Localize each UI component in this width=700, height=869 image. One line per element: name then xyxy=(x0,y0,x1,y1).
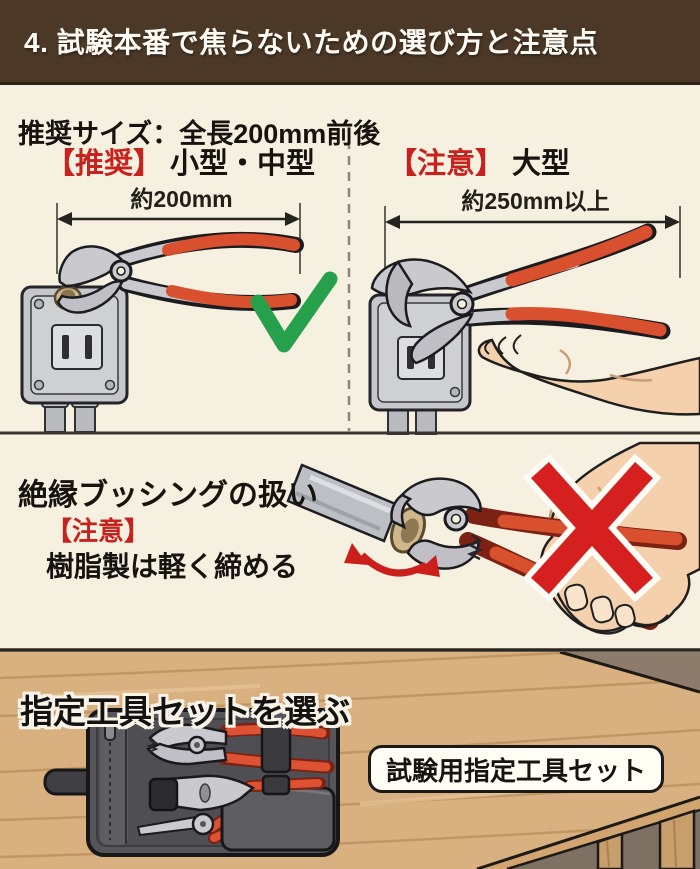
curved-double-arrow-icon xyxy=(344,543,440,577)
table-leg xyxy=(596,832,624,869)
measurement-label-250: 約250mm以上 xyxy=(461,188,610,214)
handle-strap xyxy=(260,720,292,774)
cross-icon xyxy=(522,453,662,603)
pliers-head-illustration xyxy=(390,477,484,570)
outlet-box-illustration xyxy=(368,293,472,435)
title-banner: 4. 試験本番で焦らないための選び方と注意点 xyxy=(0,0,700,85)
bushing-section: 絶縁ブッシングの扱い 【注意】 樹脂製は軽く締める xyxy=(0,435,700,652)
size-section-illustration xyxy=(0,140,700,435)
recommended-type: 小型・中型 xyxy=(170,148,316,180)
dimension-arrow-icon xyxy=(384,206,681,278)
dimension-arrow-icon xyxy=(56,203,301,274)
toolset-section: 指定工具セットを選ぶ 試験用指定工具セット xyxy=(0,652,700,869)
check-icon xyxy=(250,271,338,353)
size-section: 推奨サイズ：全長200mm前後 【推奨】 小型・中型 【注意】 大型 約200m… xyxy=(0,82,700,435)
recommended-label-row: 【推奨】 小型・中型 xyxy=(46,140,315,182)
bushing-caution-tag: 【注意】 xyxy=(46,516,151,546)
bushing-heading: 絶縁ブッシングの扱い xyxy=(18,478,318,512)
handle-strap xyxy=(261,774,291,796)
measurement-label-200: 約200mm xyxy=(130,186,233,212)
open-hand-illustration xyxy=(477,334,700,416)
recommended-tag: 【推奨】 xyxy=(46,148,163,180)
outlet-box-illustration xyxy=(20,285,129,433)
size-heading: 推奨サイズ：全長200mm前後 xyxy=(18,119,381,150)
curled-fingers xyxy=(550,574,669,635)
large-pliers-illustration xyxy=(370,223,671,365)
caution-tag: 【注意】 xyxy=(388,148,505,180)
bushing-illustration xyxy=(0,441,700,652)
table-leg xyxy=(658,809,696,869)
table-edge xyxy=(476,795,700,869)
toolset-label: 試験用指定工具セット xyxy=(368,745,664,793)
page-title: 4. 試験本番で焦らないための選び方と注意点 xyxy=(24,27,599,58)
toolset-heading: 指定工具セットを選ぶ xyxy=(20,693,350,731)
caution-type: 大型 xyxy=(512,148,571,180)
tool-roll-illustration xyxy=(43,708,340,857)
caution-label-row: 【注意】 大型 xyxy=(388,140,570,182)
bushing-note: 樹脂製は軽く締める xyxy=(46,551,299,582)
pliers-illustration xyxy=(56,231,304,314)
